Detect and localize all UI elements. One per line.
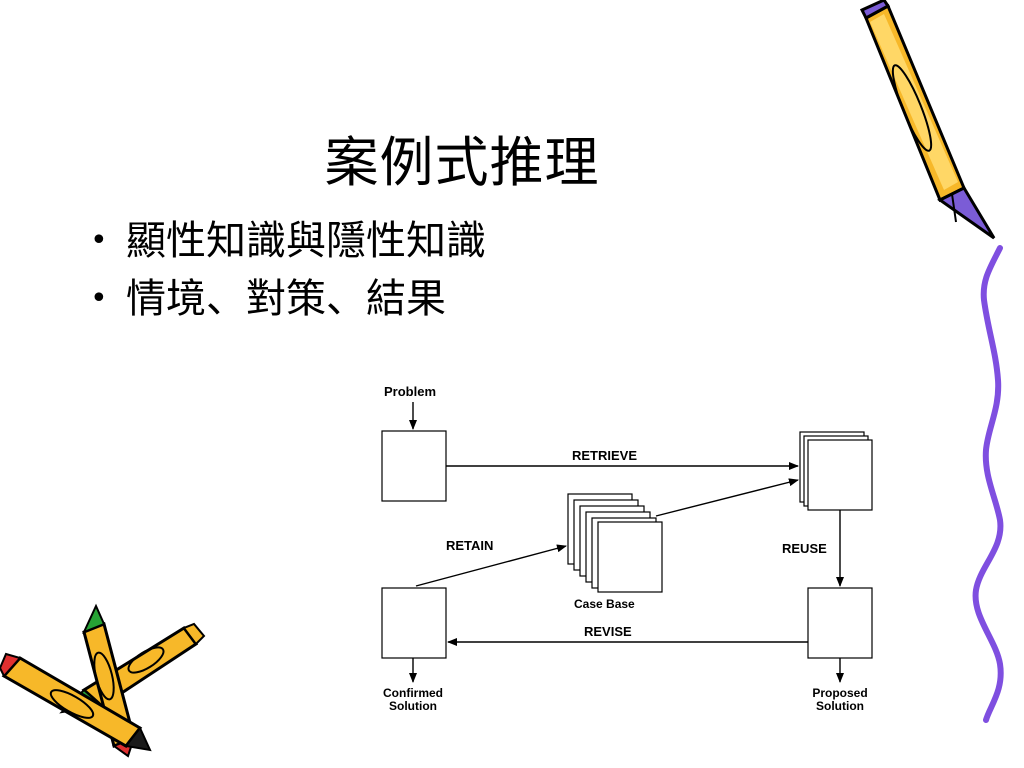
proposed-solution-box (807, 587, 873, 659)
confirmed-label-line1: Confirmed (383, 686, 443, 700)
bullet-text: 顯性知識與隱性知識 (126, 218, 486, 264)
case-base-stack (567, 493, 663, 593)
pencil-icon (859, 0, 996, 240)
problem-box (381, 430, 447, 502)
crossed-pencils-icon (0, 603, 206, 758)
slide-title: 案例式推理 (324, 131, 600, 194)
retain-label: RETAIN (446, 538, 493, 553)
proposed-label-line1: Proposed (812, 686, 867, 700)
retain-arrow (415, 544, 567, 587)
case-base-label: Case Base (574, 597, 635, 611)
confirmed-label-line2: Solution (389, 699, 437, 713)
confirmed-solution-box (381, 587, 447, 659)
bullet-list: • 顯性知識與隱性知識 • 情境、對策、結果 (84, 212, 486, 328)
bullet-item: • 情境、對策、結果 (84, 270, 486, 328)
bullet-text: 情境、對策、結果 (126, 276, 446, 322)
proposed-label-line2: Solution (816, 699, 864, 713)
case-base-retrieve-arrow (655, 478, 799, 517)
revise-label: REVISE (584, 624, 632, 639)
wavy-line (972, 245, 1004, 723)
bullet-dot-icon: • (90, 281, 108, 316)
problem-label: Problem (384, 384, 436, 399)
retrieve-label: RETRIEVE (572, 448, 637, 463)
bullet-item: • 顯性知識與隱性知識 (84, 212, 486, 270)
reuse-label: REUSE (782, 541, 827, 556)
retrieved-case-box (799, 431, 873, 511)
bullet-dot-icon: • (90, 223, 108, 258)
